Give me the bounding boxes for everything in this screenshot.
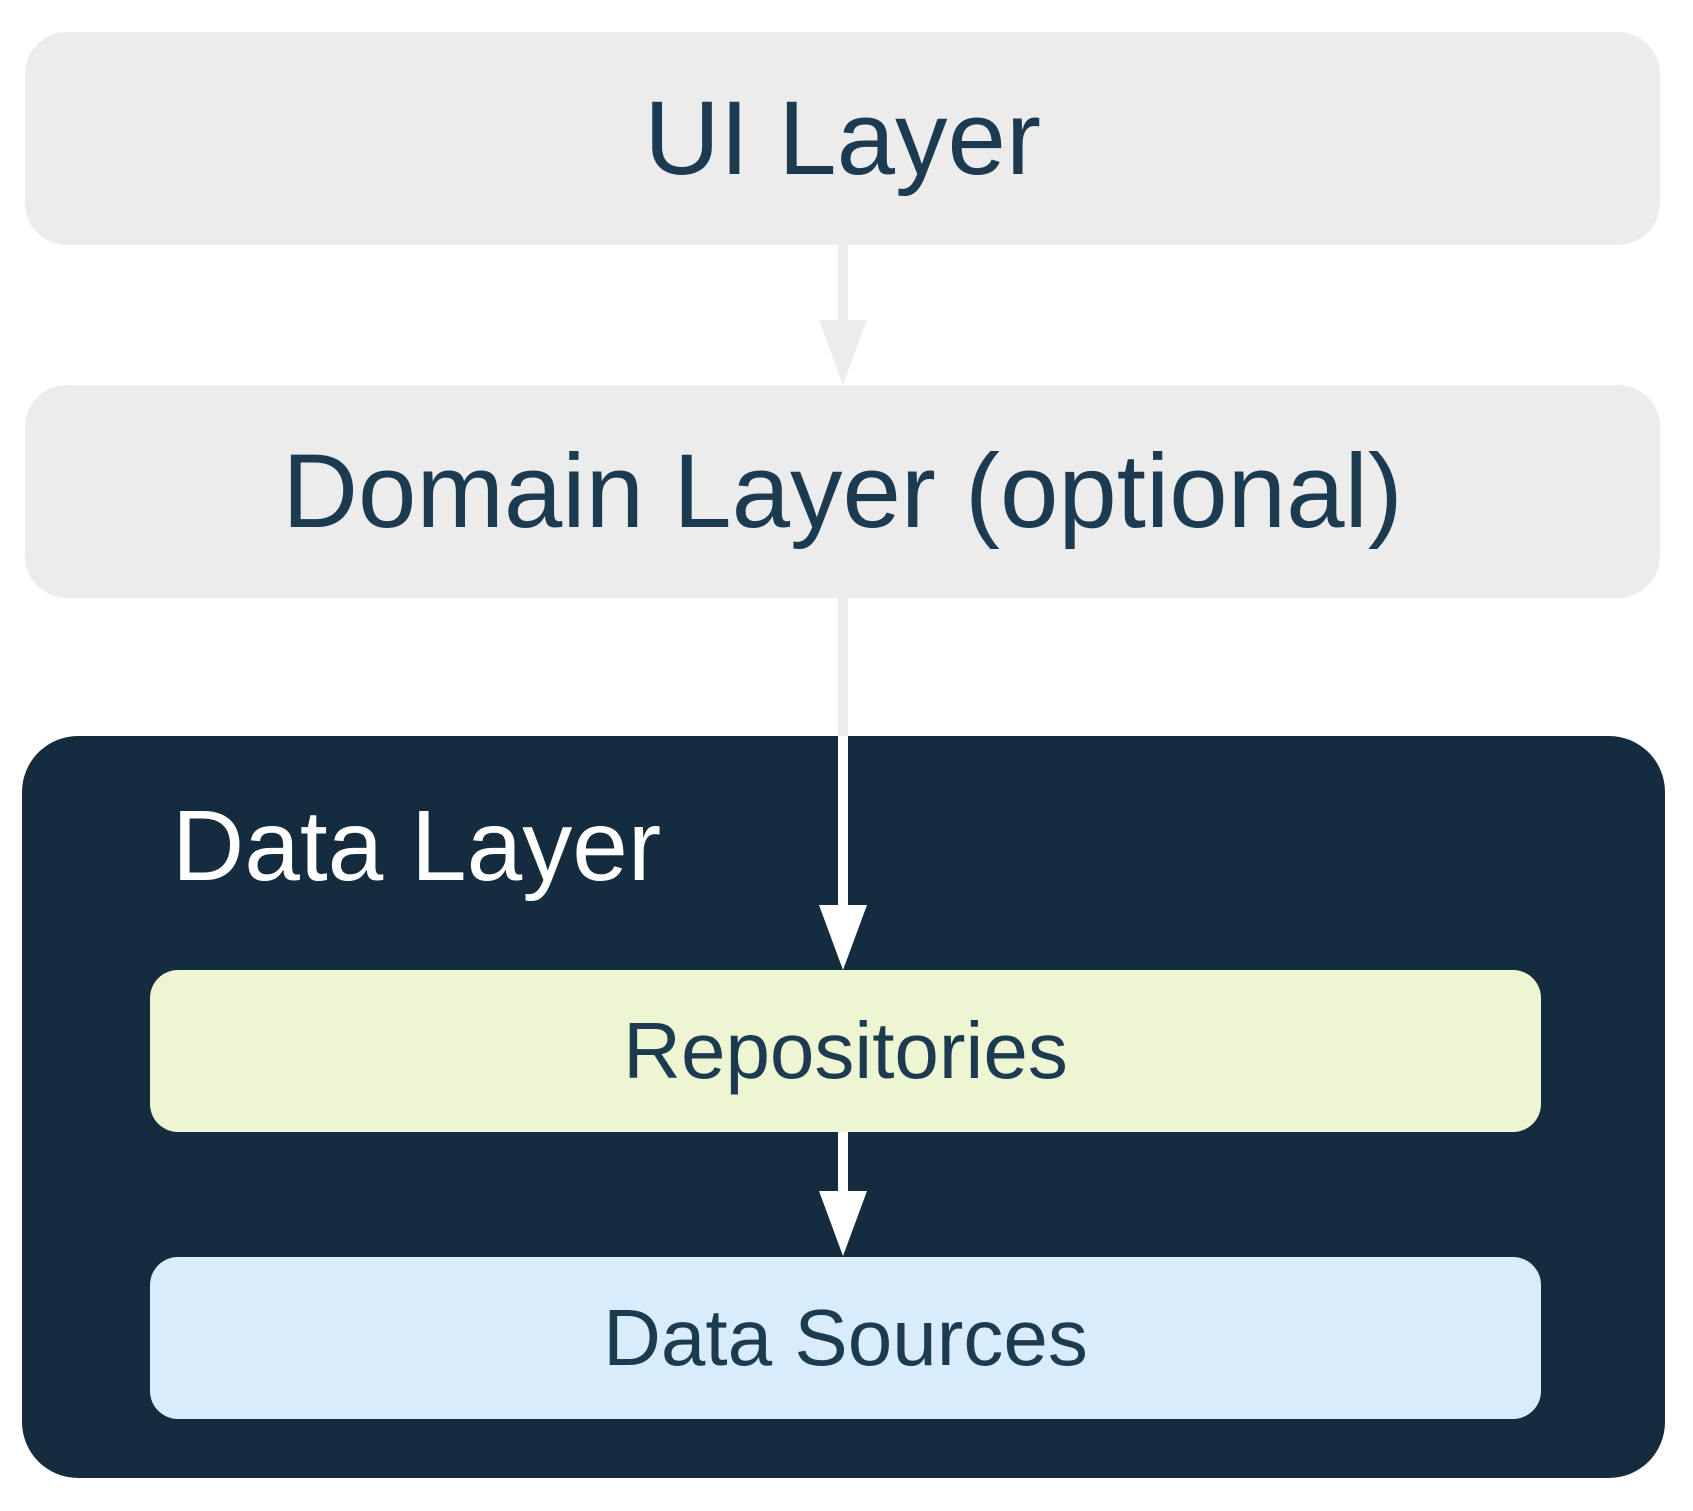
data-sources-box: Data Sources xyxy=(150,1257,1541,1419)
arrow-ui-to-domain-shaft xyxy=(838,245,848,322)
repositories-label: Repositories xyxy=(623,1006,1068,1095)
arrow-repositories-to-datasources-shaft xyxy=(838,1132,848,1192)
repositories-box: Repositories xyxy=(150,970,1541,1132)
domain-layer-label: Domain Layer (optional) xyxy=(282,433,1403,550)
arrow-ui-to-domain-head xyxy=(819,320,867,385)
arrow-repositories-to-datasources-head xyxy=(819,1191,867,1256)
data-sources-label: Data Sources xyxy=(603,1293,1088,1382)
arrow-domain-to-repositories-shaft-white xyxy=(838,736,848,906)
arrow-domain-to-repositories-shaft-gray xyxy=(838,598,848,736)
arrow-domain-to-repositories-head xyxy=(819,905,867,970)
domain-layer-box: Domain Layer (optional) xyxy=(25,385,1660,598)
data-layer-label: Data Layer xyxy=(172,790,662,902)
ui-layer-label: UI Layer xyxy=(644,80,1041,197)
ui-layer-box: UI Layer xyxy=(25,32,1660,245)
